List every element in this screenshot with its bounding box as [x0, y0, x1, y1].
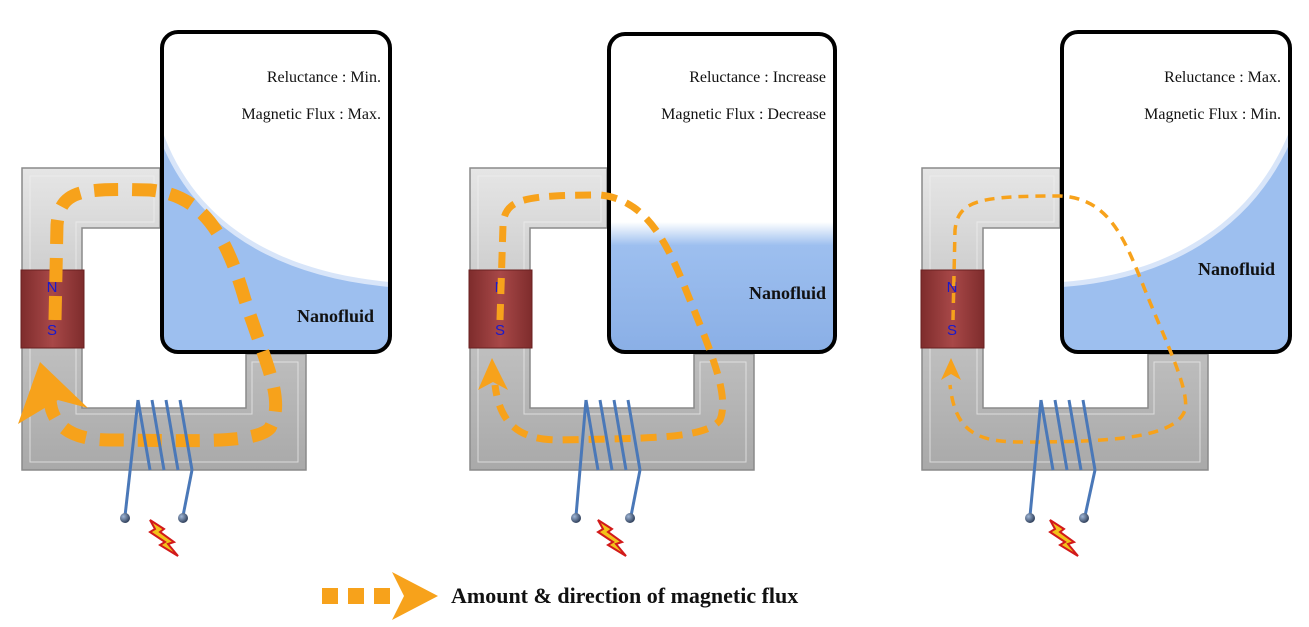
nanofluid-container: Reluctance : Min. Magnetic Flux : Max. N… — [160, 30, 392, 354]
flux-arrowhead-icon — [18, 362, 88, 424]
reluctance-label: Reluctance : Increase — [689, 69, 826, 86]
lightning-bolt-icon — [149, 519, 179, 557]
flux-arrowhead-icon — [941, 358, 961, 380]
terminal-icon — [571, 513, 581, 523]
terminal-icon — [1079, 513, 1089, 523]
flux-label: Magnetic Flux : Max. — [241, 106, 381, 123]
nanofluid-container: Reluctance : Max. Magnetic Flux : Min. N… — [1060, 30, 1292, 354]
panel-3: Reluctance : Max. Magnetic Flux : Min. N… — [920, 30, 1292, 557]
flux-label: Magnetic Flux : Decrease — [661, 106, 826, 123]
dashed-arrow-icon — [322, 572, 438, 620]
flux-path — [18, 182, 283, 448]
coil — [1028, 399, 1097, 517]
legend: Amount & direction of magnetic flux — [322, 572, 798, 620]
south-pole-label: S — [495, 322, 505, 339]
flux-label: Magnetic Flux : Min. — [1144, 106, 1281, 123]
north-pole-label: N — [47, 279, 58, 296]
panel-2: Reluctance : Increase Magnetic Flux : De… — [468, 32, 837, 557]
coil — [574, 399, 642, 517]
panel-1: Reluctance : Min. Magnetic Flux : Max. N… — [18, 30, 392, 557]
lightning-bolt-icon — [1049, 519, 1079, 557]
terminal-icon — [625, 513, 635, 523]
south-pole-label: S — [47, 322, 57, 339]
flux-path — [478, 191, 727, 444]
nanofluid-container: Reluctance : Increase Magnetic Flux : De… — [607, 32, 837, 354]
reluctance-label: Reluctance : Max. — [1164, 69, 1281, 86]
nanofluid-label: Nanofluid — [297, 306, 374, 326]
terminal-icon — [178, 513, 188, 523]
terminal-icon — [1025, 513, 1035, 523]
coil — [123, 399, 194, 517]
nanofluid-label: Nanofluid — [749, 283, 826, 303]
legend-label: Amount & direction of magnetic flux — [451, 583, 798, 608]
reluctance-label: Reluctance : Min. — [267, 69, 381, 86]
flux-path — [941, 194, 1188, 444]
flux-arrowhead-icon — [478, 358, 508, 390]
permanent-magnet: N S — [20, 269, 85, 349]
terminal-icon — [120, 513, 130, 523]
south-pole-label: S — [947, 322, 957, 339]
lightning-bolt-icon — [597, 519, 627, 557]
nanofluid-label: Nanofluid — [1198, 259, 1275, 279]
north-pole-label: N — [947, 279, 958, 296]
